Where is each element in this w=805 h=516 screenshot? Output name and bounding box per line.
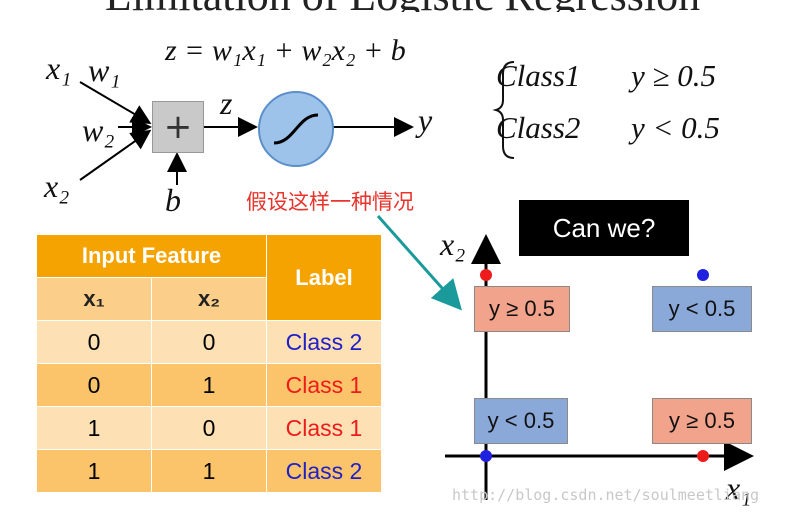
- cases-brace: [492, 61, 515, 159]
- label-y: y: [418, 102, 433, 138]
- case-class: Class1: [496, 58, 581, 93]
- table-row: 0 0 Class 2: [37, 320, 381, 363]
- label-w2: w₂: [82, 112, 115, 148]
- y-axis-label: x₂: [440, 226, 466, 262]
- point-blue-top-right: [697, 269, 709, 281]
- case-condition: y < 0.5: [631, 110, 720, 145]
- header-label: Label: [267, 235, 381, 320]
- cell-label: Class 2: [267, 320, 381, 363]
- x-axis-label: x₁: [726, 470, 752, 506]
- sum-node: +: [152, 101, 204, 153]
- label-b: b: [165, 182, 181, 218]
- cell-label: Class 1: [267, 406, 381, 449]
- table-row: 1 0 Class 1: [37, 406, 381, 449]
- label-x2: x₂: [44, 168, 70, 204]
- case-row: Class1 y ≥ 0.5: [496, 58, 720, 110]
- label-w1: w₁: [88, 52, 121, 88]
- formula: z = w₁x₁ + w₂x₂ + b: [165, 34, 406, 67]
- case-condition: y ≥ 0.5: [631, 58, 717, 93]
- sigmoid-node: [258, 91, 334, 167]
- feature-table: Input Feature Label x₁ x₂ 0 0 Class 2 0 …: [37, 235, 381, 492]
- region-top-left: y ≥ 0.5: [474, 286, 570, 332]
- case-class: Class2: [496, 110, 581, 145]
- watermark: http://blog.csdn.net/soulmeetliang: [452, 486, 760, 504]
- cell-x2: 1: [152, 449, 267, 492]
- table-row: 1 1 Class 2: [37, 449, 381, 492]
- label-z: z: [220, 85, 233, 121]
- edge-x1: [79, 81, 152, 125]
- table-row: 0 1 Class 1: [37, 363, 381, 406]
- class-conditions: Class1 y ≥ 0.5 Class2 y < 0.5: [496, 58, 720, 162]
- header-input-feature: Input Feature: [37, 235, 267, 277]
- region-top-right: y < 0.5: [652, 286, 752, 332]
- cell-label: Class 1: [267, 363, 381, 406]
- point-blue-origin: [480, 450, 492, 462]
- slide-title-fragment: Limitation of Logistic Regression: [0, 0, 805, 12]
- edge-x2: [79, 129, 152, 181]
- region-bottom-right: y ≥ 0.5: [652, 398, 752, 444]
- note-arrow: [376, 215, 462, 311]
- cell-x2: 1: [152, 363, 267, 406]
- cell-label: Class 2: [267, 449, 381, 492]
- header-x1: x₁: [37, 277, 152, 320]
- cell-x1: 0: [37, 363, 152, 406]
- point-red-top-left: [480, 269, 492, 281]
- cell-x1: 0: [37, 320, 152, 363]
- case-row: Class2 y < 0.5: [496, 110, 720, 162]
- chinese-note: 假设这样一种情况: [246, 190, 414, 214]
- point-red-bottom-right: [697, 450, 709, 462]
- cell-x1: 1: [37, 406, 152, 449]
- cell-x2: 0: [152, 406, 267, 449]
- sigmoid-curve-icon: [273, 113, 319, 145]
- can-we-box: Can we?: [519, 200, 689, 256]
- cell-x1: 1: [37, 449, 152, 492]
- label-x1: x₁: [46, 50, 72, 86]
- region-bottom-left: y < 0.5: [474, 398, 568, 444]
- cell-x2: 0: [152, 320, 267, 363]
- header-x2: x₂: [152, 277, 267, 320]
